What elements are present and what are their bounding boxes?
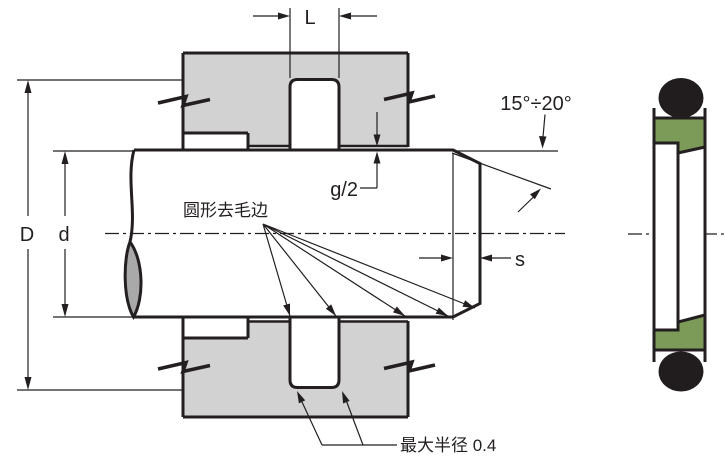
dim-angle-lines — [451, 114, 558, 213]
arrow-radius-right — [342, 391, 350, 404]
arrow-deburr-5 — [462, 300, 475, 308]
arrow-angle-text-leader — [539, 136, 547, 149]
housing-bottom-step-relief — [183, 316, 248, 338]
deburr-leader-lines — [262, 223, 476, 317]
label-deburr-note: 圆形去毛边 — [183, 201, 268, 220]
dimension-gap-half: g/2 — [330, 112, 381, 201]
label-max-radius-note: 最大半径 0.4 — [400, 436, 496, 455]
seal-outline — [652, 108, 707, 362]
dimension-groove-width: L — [253, 7, 377, 78]
break-mark-bottom-left — [157, 360, 211, 374]
note-deburr: 圆形去毛边 — [183, 201, 476, 317]
arrow-s-left — [441, 254, 453, 262]
shaft — [123, 148, 482, 320]
arrow-deburr-4 — [435, 307, 448, 316]
arrow-d-top — [61, 151, 69, 164]
dim-d-lines — [53, 150, 133, 318]
note-max-radius: 最大半径 0.4 — [297, 391, 496, 455]
radius-leader-lines — [298, 395, 397, 446]
dim-s-lines — [419, 153, 511, 320]
label-gap-half: g/2 — [330, 179, 358, 201]
break-mark-bottom-right — [383, 359, 436, 374]
arrow-g2-down — [373, 134, 381, 147]
label-housing-diameter: D — [20, 224, 34, 246]
oring-bottom — [658, 351, 704, 392]
arrow-deburr-2 — [325, 304, 336, 316]
housing-bottom-block — [157, 316, 436, 419]
dim-D-lines — [17, 79, 182, 391]
label-groove-width: L — [304, 7, 315, 29]
dimension-shaft-diameter: d — [53, 150, 133, 318]
shaft-break-curve — [128, 149, 136, 243]
label-shaft-diameter: d — [58, 224, 69, 246]
label-chamfer-angle: 15°÷20° — [500, 93, 571, 115]
arrow-D-bottom — [24, 377, 32, 390]
break-mark-top-right — [383, 90, 436, 105]
arrow-angle-line-leader — [530, 188, 541, 200]
arrow-L-left — [278, 12, 290, 20]
seal-groove-bottom — [288, 316, 341, 389]
dim-g2-lines — [360, 112, 378, 189]
dimension-housing-diameter: D — [17, 79, 182, 391]
arrow-deburr-3 — [393, 306, 405, 316]
break-mark-top-left — [157, 94, 211, 108]
shaft-break-lens — [123, 238, 143, 320]
housing-top-step-relief — [183, 131, 248, 152]
arrow-d-bottom — [61, 304, 69, 317]
seal-groove-top — [288, 78, 341, 151]
dimension-chamfer-angle: 15°÷20° — [451, 93, 572, 213]
arrow-g2-up — [373, 151, 381, 164]
arrow-D-top — [24, 80, 32, 93]
oring-top — [658, 78, 704, 118]
dimension-chamfer-length: s — [419, 153, 525, 320]
seal-cross-section-view — [652, 78, 707, 392]
arrow-L-right — [339, 12, 351, 20]
arrow-deburr-1 — [283, 303, 290, 316]
housing-top-block — [157, 51, 436, 152]
dim-L-lines — [253, 8, 377, 78]
arrow-radius-left — [297, 391, 306, 404]
arrow-s-right — [480, 254, 492, 262]
label-chamfer-length: s — [515, 249, 525, 271]
